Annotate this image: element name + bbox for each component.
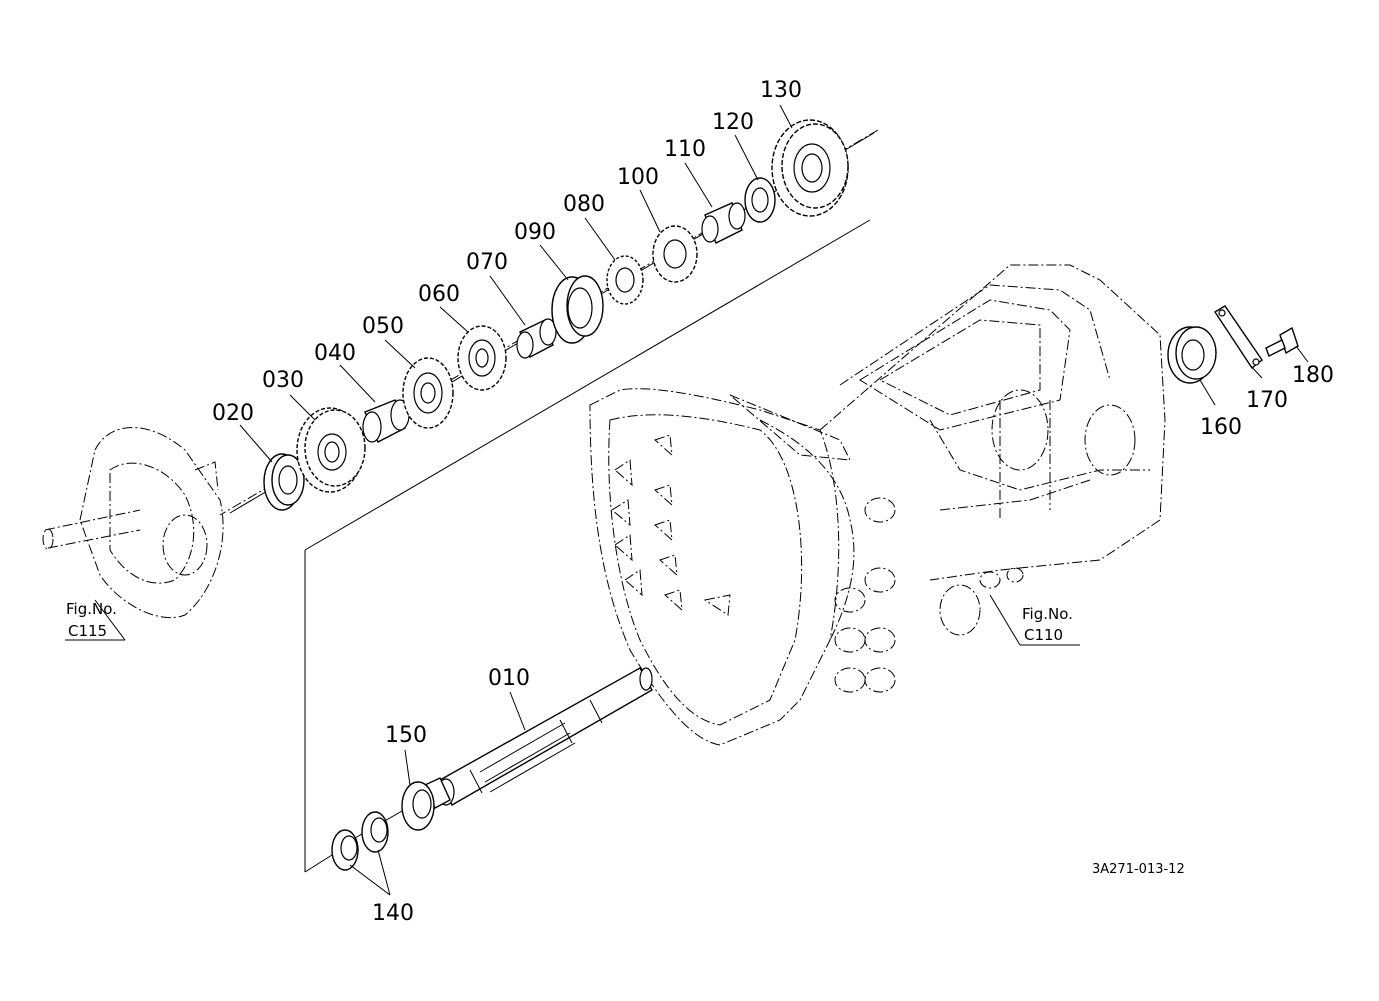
fig-ref-left-line2: C115 [68, 622, 107, 640]
fig-ref-left-line1: Fig.No. [66, 600, 117, 618]
plate-170 [1214, 305, 1263, 370]
callout-100: 100 [617, 165, 659, 190]
callout-160: 160 [1200, 415, 1242, 440]
thrust-washer-150 [401, 781, 435, 831]
input-shaft-010 [354, 667, 653, 839]
bearing-set-140 [331, 811, 389, 871]
drawing-code: 3A271-013-12 [1092, 862, 1185, 877]
needle-bearing-110 [701, 202, 746, 244]
leader-lines [65, 104, 1309, 896]
gear-060 [457, 325, 507, 391]
callout-090: 090 [514, 220, 556, 245]
bolt-180 [1265, 326, 1299, 357]
figure-reference-right: Fig.No. C110 [1022, 605, 1073, 644]
needle-bearing-070 [516, 318, 557, 359]
callout-010: 010 [488, 666, 530, 691]
hub-100 [652, 225, 698, 283]
transmission-case [589, 264, 1166, 746]
callout-030: 030 [262, 368, 304, 393]
callout-070: 070 [466, 250, 508, 275]
collar-120 [744, 177, 776, 223]
callout-080: 080 [563, 192, 605, 217]
gear-050 [402, 357, 454, 429]
gear-030 [296, 407, 366, 493]
callout-110: 110 [664, 137, 706, 162]
callout-170: 170 [1246, 388, 1288, 413]
bearing-020 [263, 453, 305, 511]
callout-180: 180 [1292, 363, 1334, 388]
front-cover-housing [42, 427, 224, 641]
callout-050: 050 [362, 314, 404, 339]
callout-060: 060 [418, 282, 460, 307]
callout-040: 040 [314, 341, 356, 366]
gear-130 [771, 119, 849, 217]
bearing-160 [1167, 326, 1217, 384]
callout-020: 020 [212, 401, 254, 426]
callout-140: 140 [372, 901, 414, 926]
callout-150: 150 [385, 723, 427, 748]
callout-120: 120 [712, 110, 754, 135]
callout-labels: 020 030 040 050 060 070 090 080 100 110 … [212, 78, 1334, 926]
fig-ref-right-line2: C110 [1024, 626, 1063, 644]
gear-080 [606, 255, 644, 305]
sleeve-040 [362, 399, 410, 443]
figure-reference-left: Fig.No. C115 [66, 600, 117, 640]
callout-130: 130 [760, 78, 802, 103]
synchro-090 [551, 275, 604, 344]
fig-ref-right-line1: Fig.No. [1022, 605, 1073, 623]
